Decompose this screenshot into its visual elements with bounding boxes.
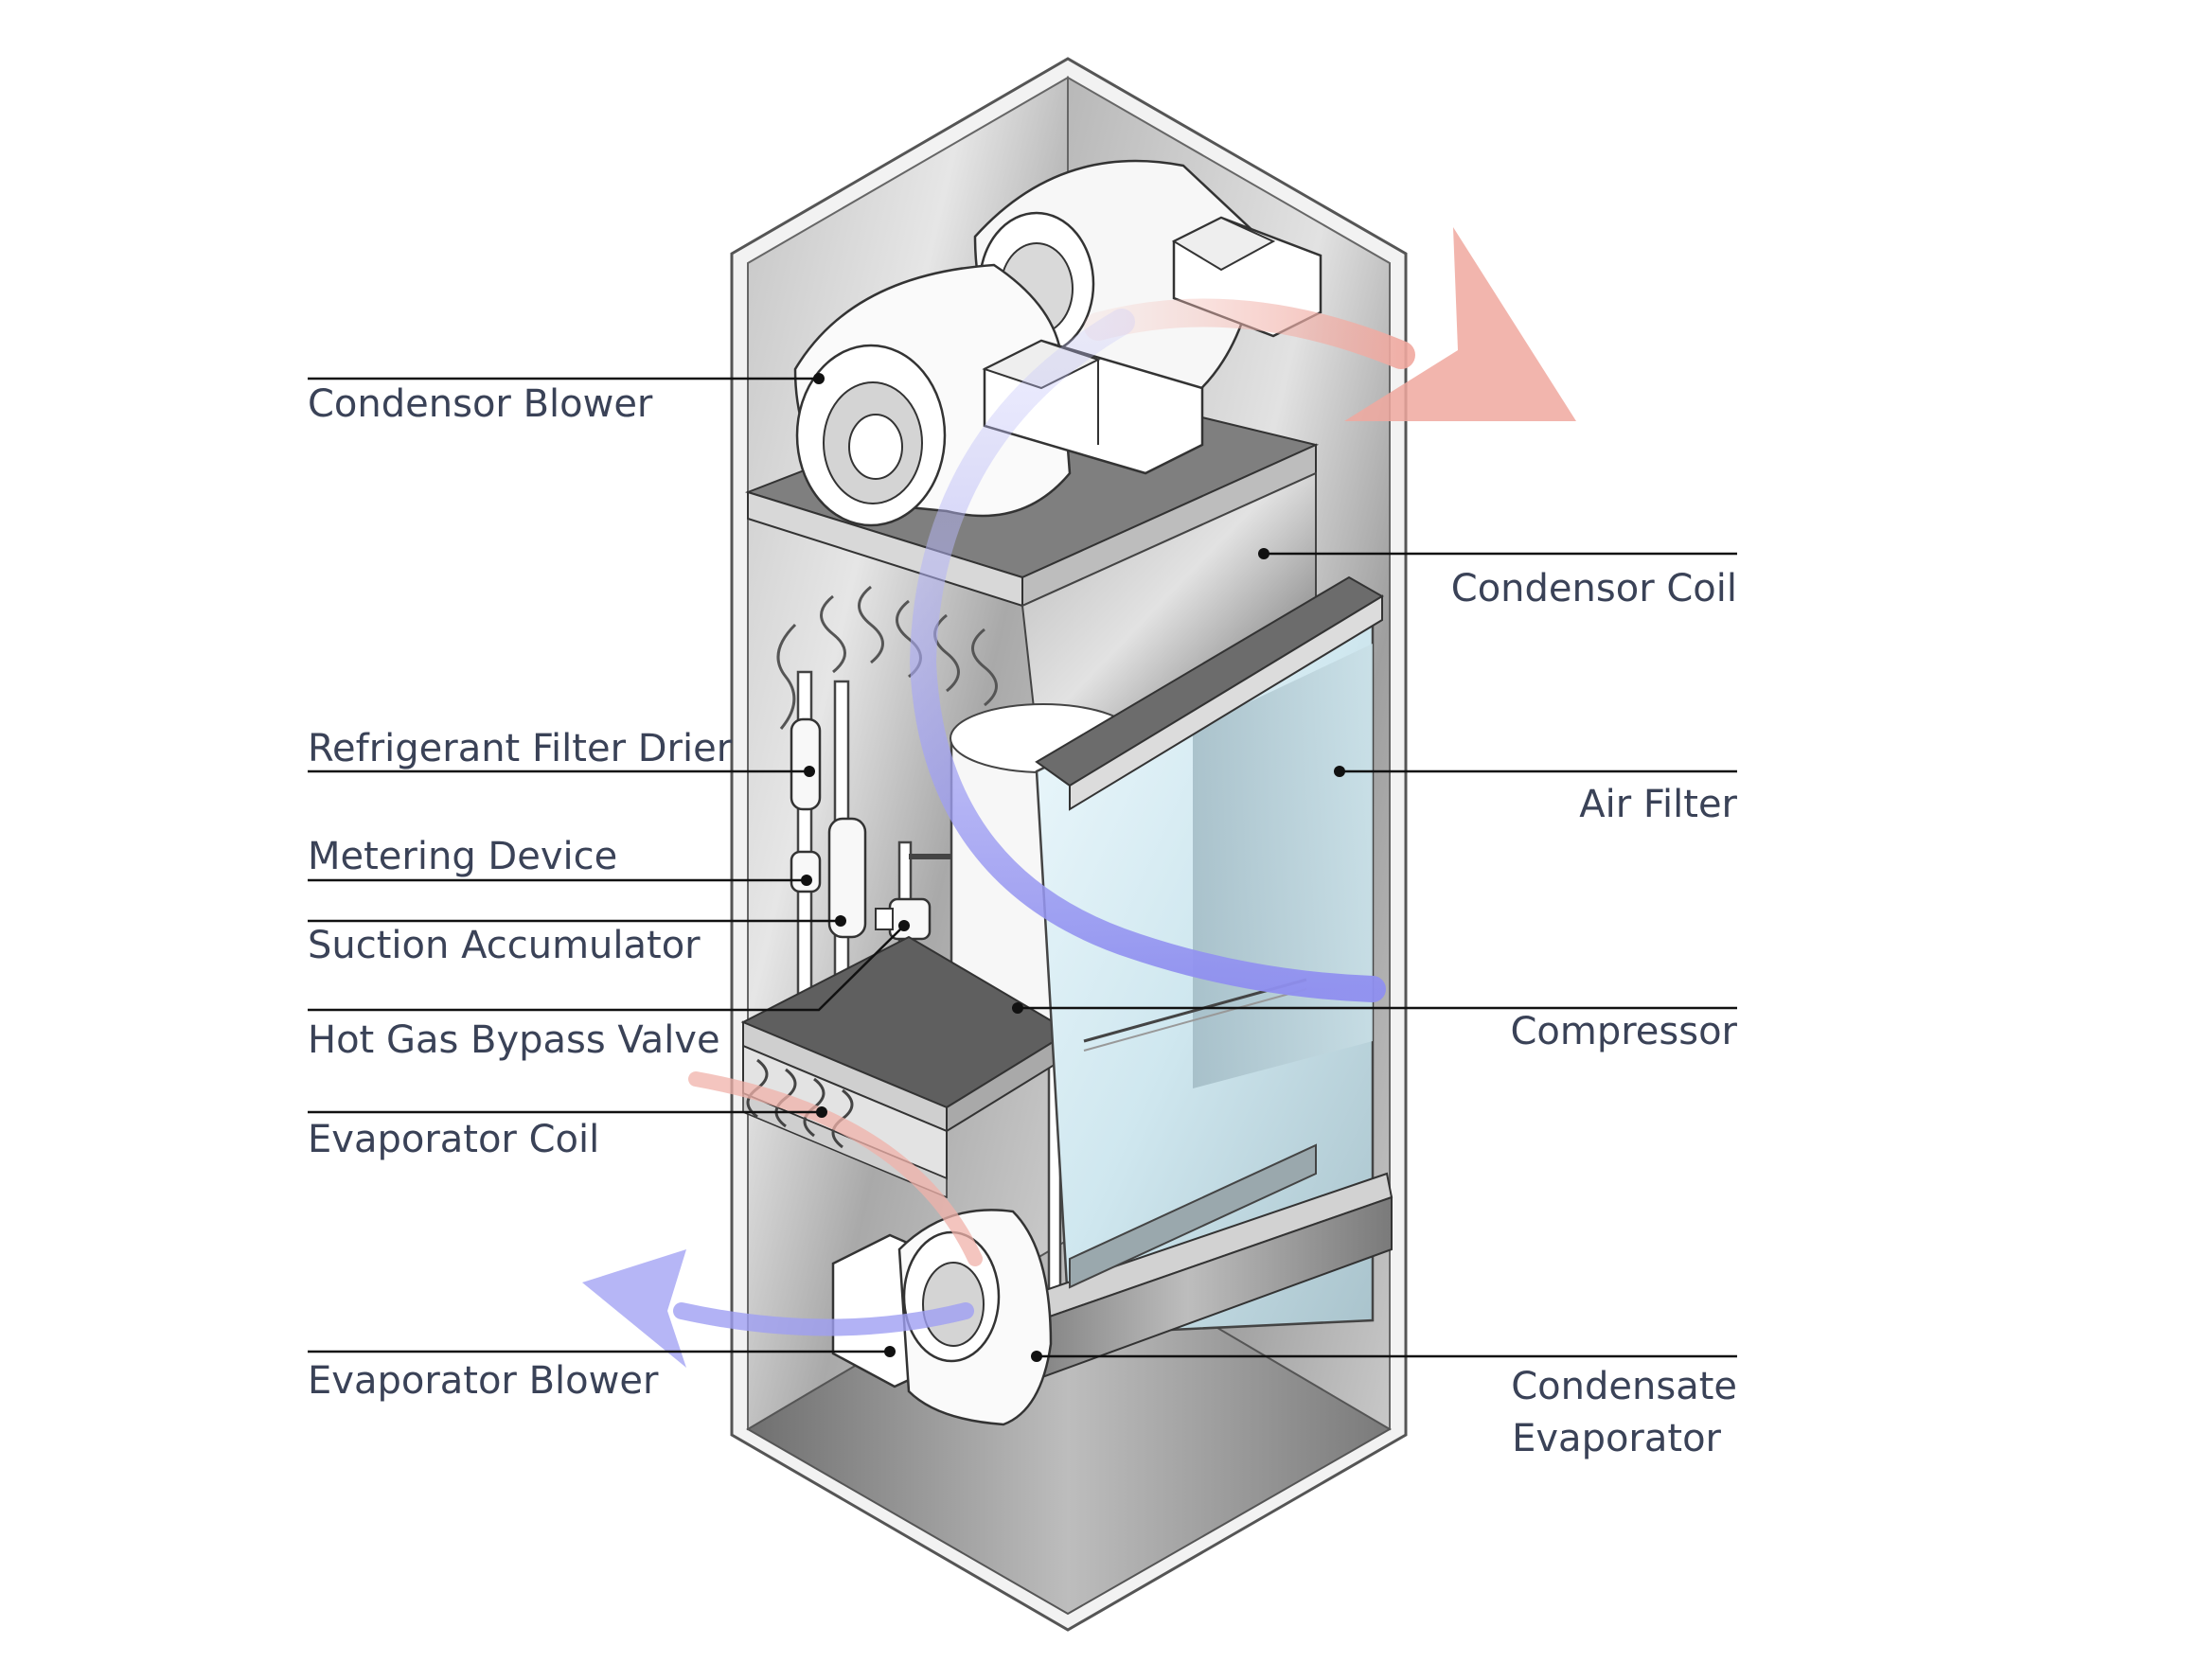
label-hot-gas-bypass-valve: Hot Gas Bypass Valve (308, 1018, 720, 1062)
label-condensate-evaporator-line1: Condensate (1511, 1365, 1737, 1408)
label-condensate-evaporator-line2: Evaporator (1512, 1417, 1721, 1460)
label-evaporator-blower: Evaporator Blower (308, 1359, 659, 1403)
label-condensor-coil: Condensor Coil (1451, 567, 1737, 610)
label-metering-device: Metering Device (308, 835, 617, 878)
suction-accumulator-part (829, 819, 865, 937)
label-air-filter: Air Filter (1579, 783, 1737, 826)
refrigerant-filter-drier-part (791, 719, 820, 809)
label-suction-accumulator: Suction Accumulator (308, 924, 701, 967)
label-condensor-blower: Condensor Blower (308, 382, 653, 426)
label-compressor: Compressor (1510, 1010, 1737, 1053)
label-refrigerant-filter-drier: Refrigerant Filter Drier (308, 727, 733, 770)
label-evaporator-coil: Evaporator Coil (308, 1118, 599, 1161)
cold-supply-arrowhead (582, 1249, 686, 1368)
